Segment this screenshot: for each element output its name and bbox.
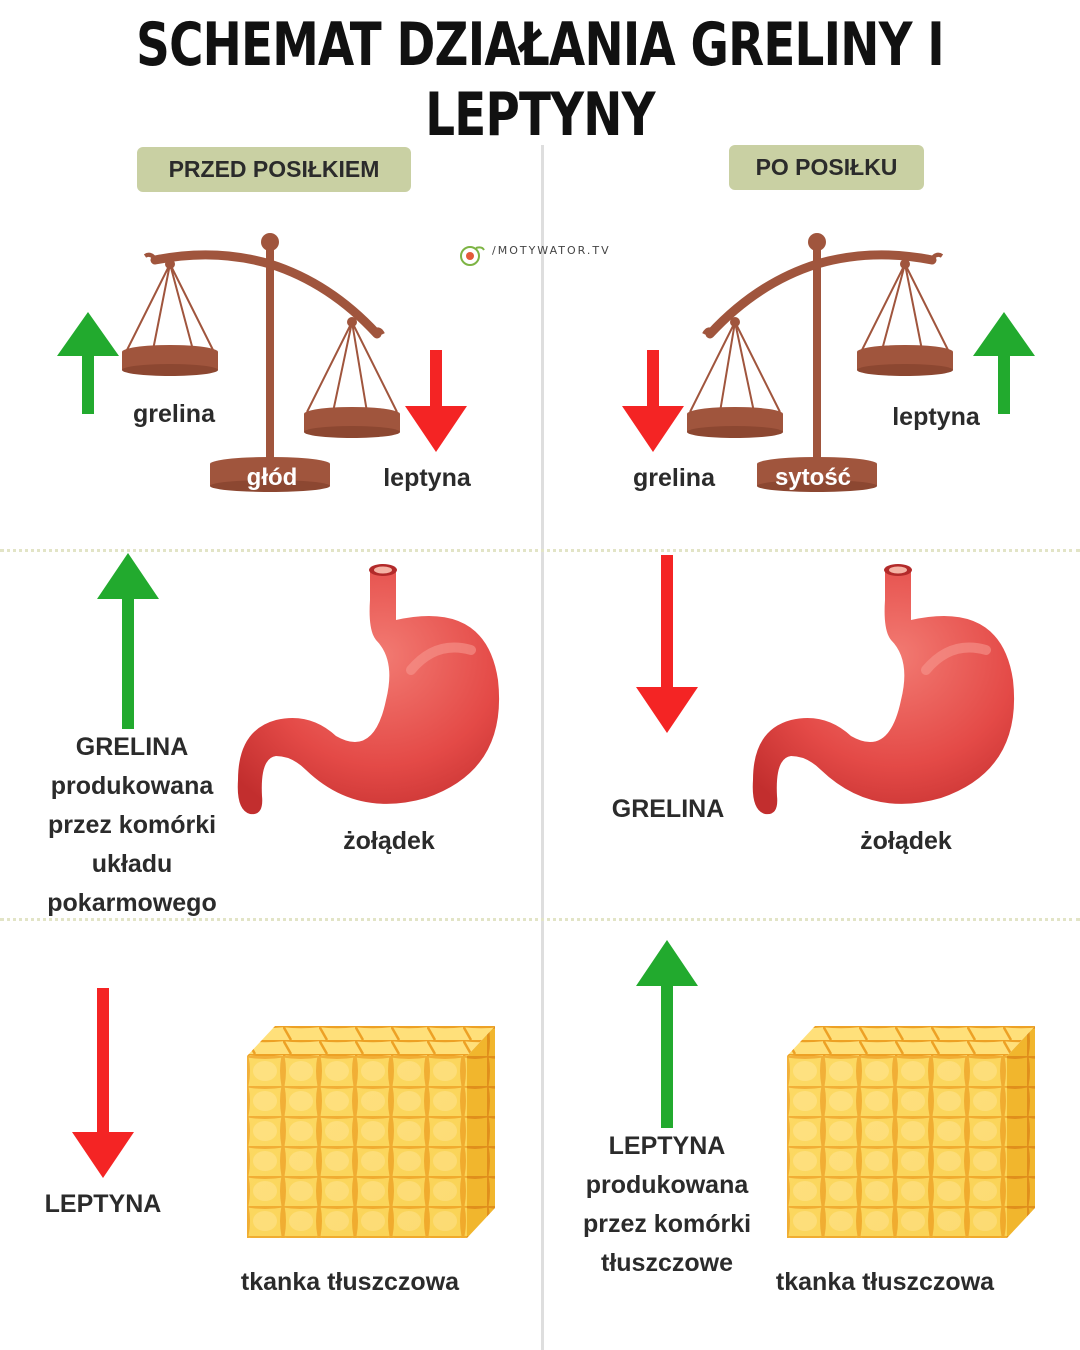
fat-label-right: tkanka tłuszczowa [775, 1268, 995, 1296]
fat-tissue-icon [787, 1026, 1035, 1238]
label-ghrelin-top-right: grelina [633, 464, 715, 492]
ghrelin-desc-line: produkowana [50, 772, 214, 800]
scale-base-label-hunger: głód [246, 464, 298, 491]
ghrelin-desc-line: pokarmowego [47, 889, 217, 917]
ghrelin-desc-line: przez komórki [47, 811, 217, 839]
logo-icon [460, 246, 485, 266]
stomach-label-left: żołądek [343, 827, 435, 855]
arrow-down-icon [636, 555, 698, 733]
page-title: SCHEMAT DZIAŁANIA GRELINY I LEPTYNY [136, 10, 944, 150]
stomach-icon [237, 564, 500, 815]
arrow-up-icon [636, 940, 698, 1128]
row-divider-1 [0, 549, 1080, 552]
leptin-desc-line: produkowana [585, 1171, 749, 1199]
scale-icon [122, 233, 400, 492]
arrow-down-icon [622, 350, 684, 452]
leptin-desc-line: przez komórki [582, 1210, 752, 1238]
row-divider-2 [0, 918, 1080, 921]
ghrelin-desc-line: GRELINA [75, 733, 189, 761]
label-ghrelin-top-left: grelina [133, 400, 215, 428]
leptin-desc-line: tłuszczowe [601, 1249, 733, 1277]
label-leptin-top-right: leptyna [892, 403, 980, 431]
badge-before-meal: PRZED POSIŁKIEM [137, 147, 411, 192]
stomach-label-right: żołądek [860, 827, 952, 855]
ghrelin-label-right: GRELINA [611, 795, 725, 823]
fat-tissue-icon [247, 1026, 495, 1238]
leptin-label-left: LEPTYNA [44, 1190, 162, 1218]
scale-base-label-satiety: sytość [774, 464, 852, 491]
leptin-description: LEPTYNA produkowana przez komórki tłuszc… [556, 1127, 778, 1283]
arrow-up-icon [57, 312, 119, 414]
arrow-up-icon [973, 312, 1035, 414]
ghrelin-desc-line: układu [91, 850, 173, 878]
stomach-icon [752, 564, 1015, 815]
scale-icon [687, 233, 953, 492]
badge-after-meal: PO POSIŁKU [729, 145, 924, 190]
ghrelin-description: GRELINA produkowana przez komórki układu… [20, 728, 244, 923]
leptin-desc-line: LEPTYNA [608, 1132, 726, 1160]
arrow-up-icon [97, 553, 159, 729]
arrow-down-icon [405, 350, 467, 452]
arrow-down-icon [72, 988, 134, 1178]
label-leptin-top-left: leptyna [383, 464, 471, 492]
fat-label-left: tkanka tłuszczowa [240, 1268, 460, 1296]
logo-text: /MOTYWATOR.TV [492, 244, 611, 257]
center-divider [541, 145, 544, 1350]
